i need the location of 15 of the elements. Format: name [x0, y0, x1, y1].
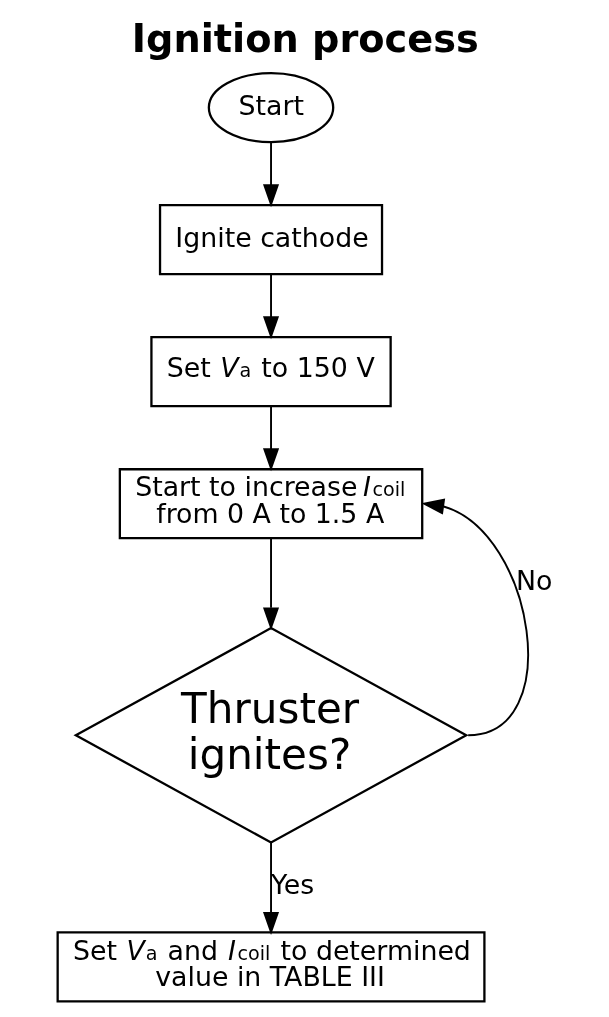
- arrow: [262, 842, 279, 935]
- arrow: [420, 498, 529, 737]
- arrow: [262, 141, 279, 208]
- node-diamond: Thruster ignites?: [72, 626, 469, 844]
- node-box: Ignite cathode: [158, 204, 383, 276]
- arrow: [262, 405, 279, 472]
- node-box: Start to increase Icoil from 0 A to 1.5 A: [118, 468, 423, 540]
- node-box: Set Va to 150 V: [149, 336, 392, 408]
- arrow: [262, 537, 279, 631]
- edge-label: No: [515, 565, 552, 597]
- edge-label: Yes: [270, 869, 314, 901]
- node-ellipse: Start: [207, 71, 334, 144]
- arrow: [262, 273, 279, 340]
- diagram-title: Ignition process: [131, 16, 479, 62]
- node-box: Set Va and Icoil to determined value in TABLE III: [56, 931, 486, 1003]
